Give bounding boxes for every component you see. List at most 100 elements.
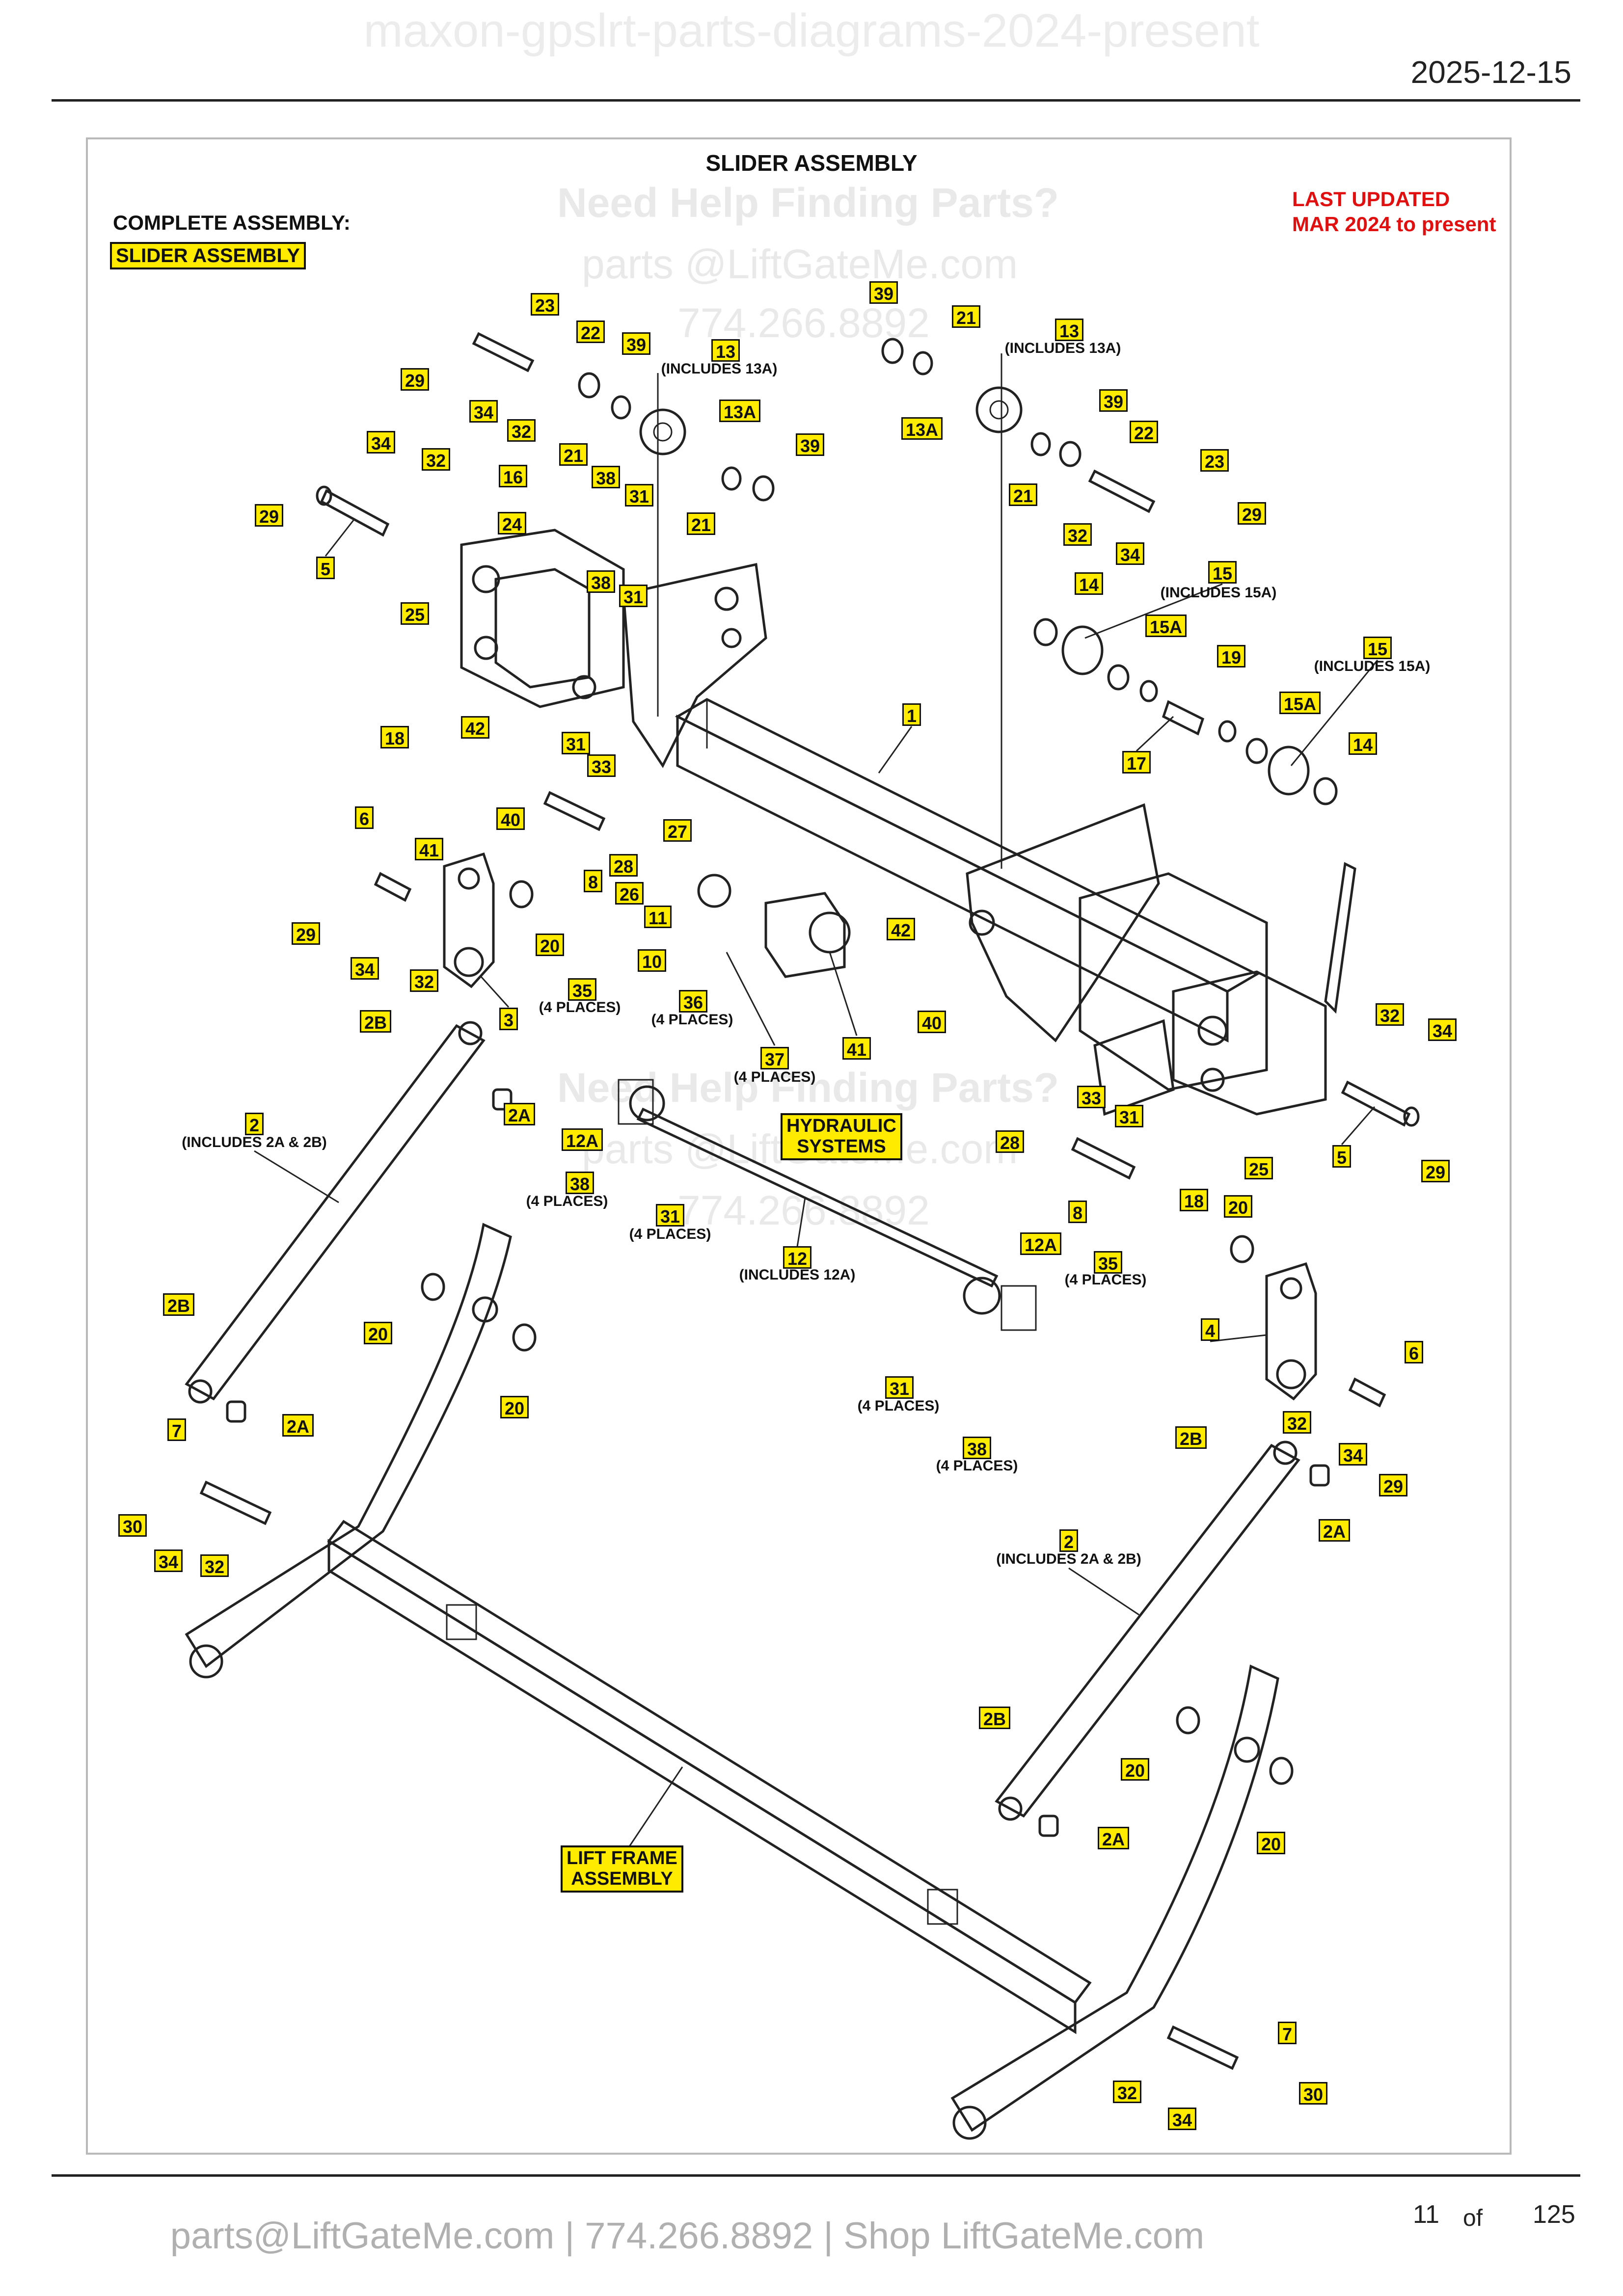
part-callout[interactable]: 32 [1112,2081,1142,2103]
footer-contact[interactable]: parts@LiftGateMe.com | 774.266.8892 | Sh… [170,2215,1205,2257]
part-callout[interactable]: 29 [291,922,321,945]
part-callout[interactable]: 22 [576,320,605,343]
part-callout[interactable]: 34 [1428,1018,1457,1041]
part-callout[interactable]: 39 [869,281,898,304]
part-callout[interactable]: 34 [154,1549,183,1572]
part-callout[interactable]: 38 [565,1172,595,1194]
part-callout[interactable]: 35 [568,978,597,1001]
part-callout[interactable]: 13 [1055,319,1084,341]
part-callout[interactable]: 18 [380,726,409,748]
complete-assembly-link[interactable]: SLIDER ASSEMBLY [110,242,306,269]
part-callout[interactable]: 24 [497,512,527,534]
part-callout[interactable]: 15A [1279,692,1321,714]
part-callout[interactable]: 32 [1063,523,1092,546]
part-callout[interactable]: 14 [1074,572,1104,595]
part-callout[interactable]: 20 [363,1322,393,1344]
part-callout[interactable]: 2A [282,1414,314,1437]
part-callout[interactable]: 10 [637,949,667,972]
part-callout[interactable]: 31 [885,1376,914,1399]
part-callout[interactable]: 28 [609,854,638,877]
part-callout[interactable]: 6 [1404,1341,1424,1363]
part-callout[interactable]: 38 [586,570,616,593]
part-callout[interactable]: 34 [350,957,379,980]
part-callout[interactable]: 31 [624,484,654,507]
part-callout[interactable]: 39 [622,332,651,355]
part-callout[interactable]: 21 [951,305,981,328]
part-callout[interactable]: 41 [414,838,444,860]
part-callout[interactable]: 37 [760,1047,789,1069]
hydraulic-systems-link[interactable]: HYDRAULIC SYSTEMS [781,1113,902,1160]
part-callout[interactable]: 16 [498,465,528,487]
part-callout[interactable]: 12A [1020,1232,1062,1255]
part-callout[interactable]: 20 [500,1396,529,1418]
part-callout[interactable]: 2A [1097,1827,1130,1849]
part-callout[interactable]: 42 [460,716,490,739]
part-callout[interactable]: 29 [254,504,284,527]
part-callout[interactable]: 32 [507,419,536,442]
part-callout[interactable]: 13A [719,400,761,422]
part-callout[interactable]: 30 [1298,2082,1328,2105]
part-callout[interactable]: 31 [1114,1105,1144,1127]
part-callout[interactable]: 20 [1223,1195,1253,1218]
part-callout[interactable]: 33 [1077,1086,1106,1108]
part-callout[interactable]: 32 [421,448,451,471]
part-callout[interactable]: 31 [655,1204,685,1227]
part-callout[interactable]: 40 [496,807,525,830]
part-callout[interactable]: 8 [1068,1201,1087,1223]
part-callout[interactable]: 13A [901,417,943,440]
part-callout[interactable]: 29 [400,368,430,391]
part-callout[interactable]: 34 [1115,542,1145,565]
part-callout[interactable]: 25 [400,602,430,625]
part-callout[interactable]: 22 [1129,421,1159,443]
part-callout[interactable]: 5 [1332,1145,1352,1168]
part-callout[interactable]: 7 [167,1418,187,1441]
part-callout[interactable]: 2B [162,1293,195,1316]
part-callout[interactable]: 3 [499,1008,518,1030]
part-callout[interactable]: 32 [1282,1411,1312,1434]
part-callout[interactable]: 19 [1217,645,1246,667]
part-callout[interactable]: 2B [359,1010,392,1033]
lift-frame-assembly-link[interactable]: LIFT FRAME ASSEMBLY [561,1845,683,1893]
part-callout[interactable]: 35 [1093,1251,1123,1274]
part-callout[interactable]: 31 [619,585,648,607]
part-callout[interactable]: 25 [1244,1157,1273,1179]
part-callout[interactable]: 21 [559,443,588,466]
part-callout[interactable]: 36 [678,990,708,1013]
part-callout[interactable]: 31 [561,732,591,754]
part-callout[interactable]: 1 [902,703,921,726]
part-callout[interactable]: 23 [530,293,560,316]
part-callout[interactable]: 38 [591,466,621,488]
part-callout[interactable]: 38 [962,1437,992,1459]
part-callout[interactable]: 42 [886,918,916,940]
part-callout[interactable]: 15 [1363,637,1392,659]
part-callout[interactable]: 15 [1208,561,1237,584]
part-callout[interactable]: 30 [118,1514,147,1537]
part-callout[interactable]: 28 [995,1130,1025,1153]
part-callout[interactable]: 12 [783,1246,812,1269]
part-callout[interactable]: 39 [795,433,825,456]
part-callout[interactable]: 32 [409,969,439,992]
part-callout[interactable]: 29 [1379,1474,1408,1496]
part-callout[interactable]: 34 [366,431,396,454]
part-callout[interactable]: 17 [1122,751,1151,774]
part-callout[interactable]: 20 [535,934,565,956]
part-callout[interactable]: 34 [469,400,498,423]
part-callout[interactable]: 21 [686,512,716,535]
part-callout[interactable]: 21 [1008,483,1038,506]
part-callout[interactable]: 23 [1200,449,1229,472]
part-callout[interactable]: 29 [1421,1160,1450,1182]
part-callout[interactable]: 2 [1059,1529,1079,1552]
part-callout[interactable]: 41 [842,1037,871,1060]
part-callout[interactable]: 8 [583,870,603,892]
part-callout[interactable]: 14 [1348,732,1378,755]
part-callout[interactable]: 18 [1179,1189,1209,1211]
part-callout[interactable]: 39 [1099,389,1128,412]
part-callout[interactable]: 11 [644,906,672,928]
part-callout[interactable]: 33 [587,754,616,777]
part-callout[interactable]: 2A [503,1103,536,1125]
part-callout[interactable]: 34 [1167,2108,1197,2130]
part-callout[interactable]: 13 [711,339,740,362]
part-callout[interactable]: 2B [1175,1426,1207,1449]
part-callout[interactable]: 29 [1237,502,1267,525]
part-callout[interactable]: 4 [1200,1318,1220,1341]
